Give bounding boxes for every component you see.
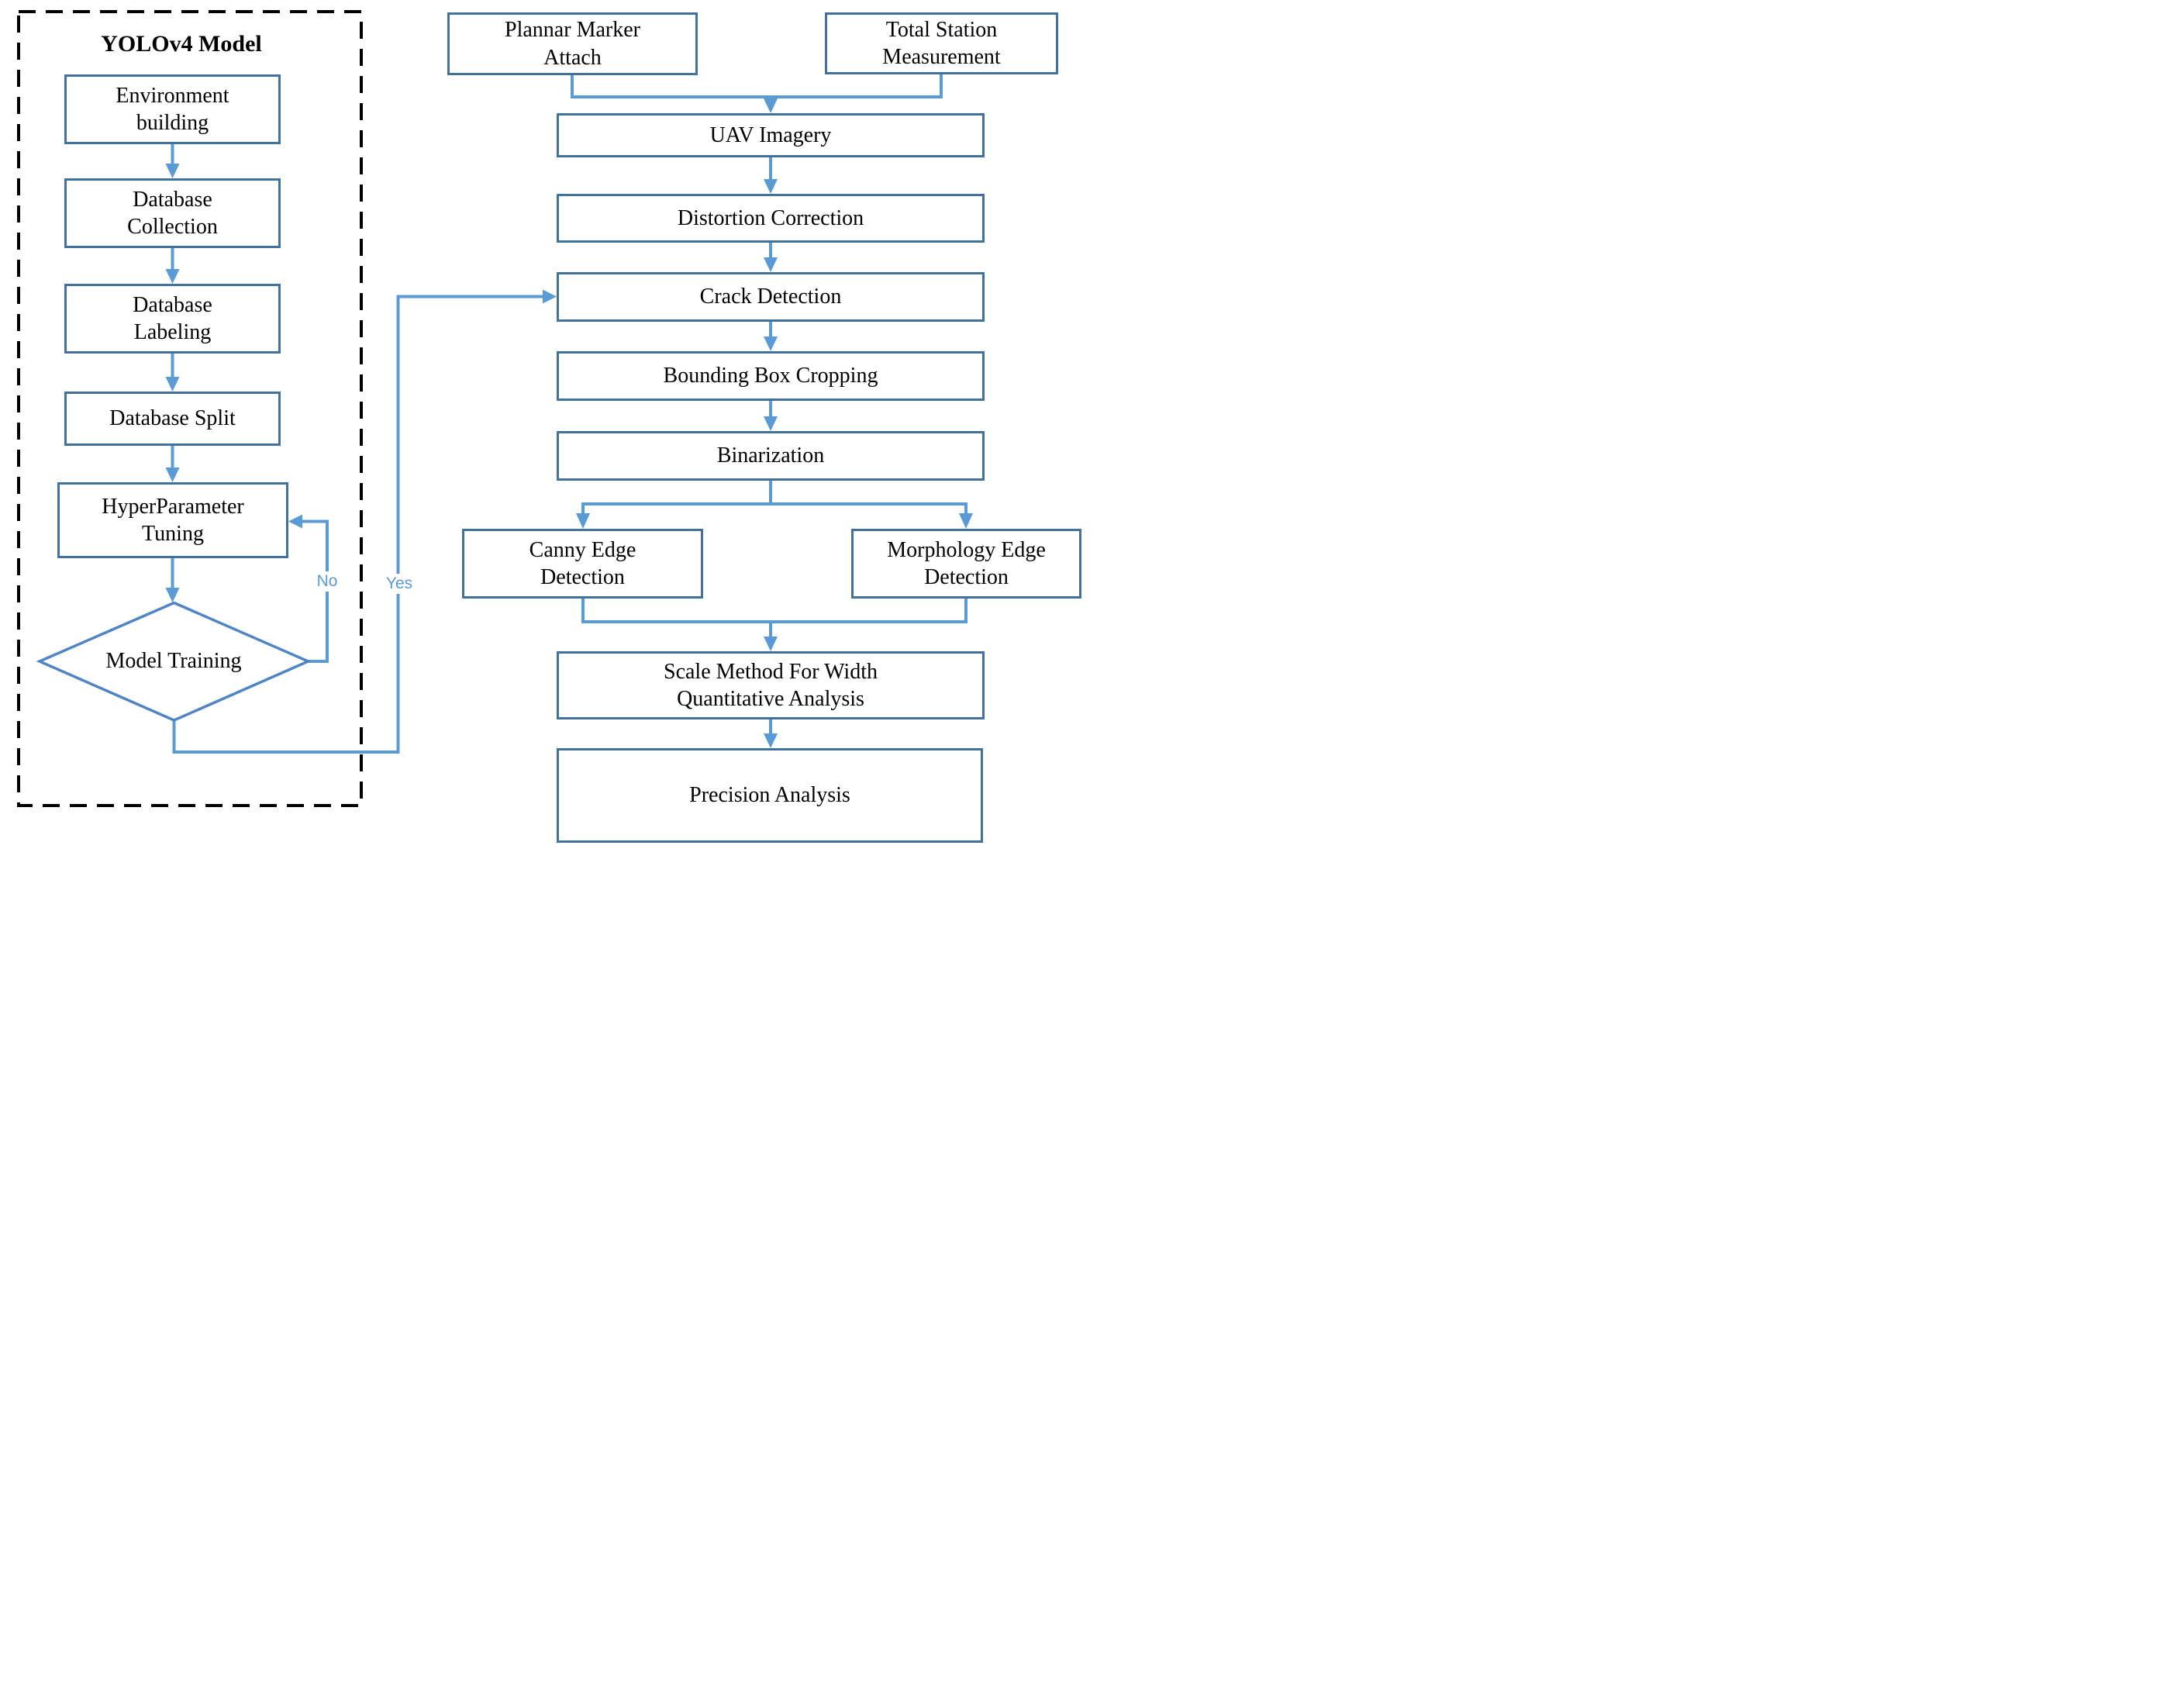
yes-path-connector [172, 289, 557, 754]
node-crack-detection: Crack Detection [557, 272, 985, 322]
node-binarization: Binarization [557, 431, 985, 481]
node-model-training-label: Model Training [105, 649, 242, 673]
model-training-diamond [36, 601, 312, 722]
node-database-labeling: Database Labeling [64, 284, 281, 354]
node-environment-building: Environment building [64, 74, 281, 144]
left-flow-arrows [165, 144, 180, 602]
node-total-station-measurement: Total Station Measurement [825, 12, 1058, 74]
node-scale-method: Scale Method For Width Quantitative Anal… [557, 651, 985, 719]
no-branch-label: No [313, 571, 341, 592]
node-precision-analysis: Precision Analysis [557, 748, 983, 843]
node-morphology-edge-detection: Morphology Edge Detection [851, 529, 1081, 599]
right-flow-arrows [764, 157, 778, 431]
node-canny-edge-detection: Canny Edge Detection [462, 529, 703, 599]
node-hyperparameter-tuning: HyperParameter Tuning [57, 482, 288, 558]
yolov4-dashed-boundary [17, 10, 363, 807]
node-distortion-correction: Distortion Correction [557, 194, 985, 243]
scale-to-precision-arrow [764, 719, 778, 748]
node-uav-imagery: UAV Imagery [557, 113, 985, 157]
node-database-split: Database Split [64, 392, 281, 446]
flowchart-figure: YOLOv4 Model Environment building Databa… [0, 0, 1090, 854]
node-bounding-box-cropping: Bounding Box Cropping [557, 351, 985, 401]
connector-layer [17, 10, 973, 807]
node-database-collection: Database Collection [64, 178, 281, 248]
node-plannar-marker-attach: Plannar Marker Attach [447, 12, 698, 75]
yolov4-model-title: YOLOv4 Model [101, 31, 262, 57]
binarization-split-connector [576, 481, 973, 529]
edge-merge-connector [581, 599, 968, 651]
top-merge-connector [571, 74, 943, 113]
yes-branch-label: Yes [382, 574, 416, 594]
